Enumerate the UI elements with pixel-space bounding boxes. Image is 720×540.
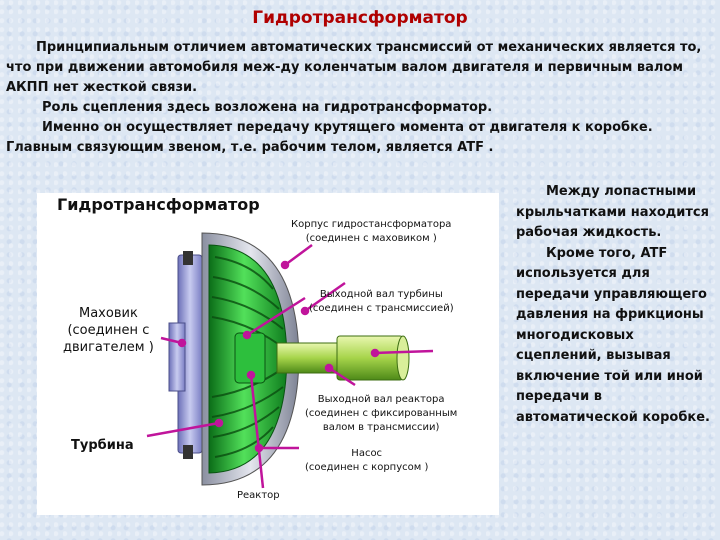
flywheel-label-line1: Маховик (79, 306, 138, 321)
turbine-label: Турбина (71, 438, 134, 453)
bolt-top (183, 251, 193, 265)
pump-label-line2: (соединен с корпусом ) (305, 462, 429, 473)
flywheel-label: Маховик (соединен с двигателем ) (63, 305, 154, 356)
reactor-shaft-label-line3: валом в трансмиссии) (322, 422, 440, 433)
reactor-shaft (276, 342, 338, 374)
turbine-output-shaft (336, 335, 404, 381)
turbine-shaft-label: Выходной вал турбины (соединен с трансми… (309, 288, 454, 316)
intro-paragraph-1: Принципиальным отличием автоматических т… (6, 40, 702, 95)
shaft-end (396, 335, 410, 381)
pump-label: Насос (соединен с корпусом ) (305, 447, 428, 475)
torque-converter-illustration (146, 232, 434, 489)
flywheel-label-line3: двигателем ) (63, 340, 154, 355)
turbine-blades (211, 256, 286, 458)
reactor-shaft-label: Выходной вал реактора (соединен с фиксир… (305, 393, 457, 435)
reactor-shaft-label-line1: Выходной вал реактора (317, 394, 445, 405)
reactor-label: Реактор (237, 490, 280, 501)
flywheel-label-line2: (соединен с (67, 323, 150, 338)
housing-label-line2: (соединен с маховиком ) (305, 233, 437, 244)
page-title: Гидротрансформатор (252, 8, 468, 28)
side-paragraph-1: Между лопастными крыльчатками находится … (516, 184, 709, 240)
diagram-panel: Гидротрансформатор Корпус гидростансформ… (37, 193, 499, 515)
reactor-shaft-label-line2: (соединен с фиксированным (305, 408, 458, 419)
intro-paragraph-2: Роль сцепления здесь возложена на гидрот… (42, 100, 493, 115)
bolt-bottom (183, 445, 193, 459)
turbine-shaft-label-line2: (соединен с трансмиссией) (309, 303, 454, 314)
pointer-lines (146, 243, 434, 489)
diagram-title: Гидротрансформатор (57, 195, 260, 214)
intro-text: Принципиальным отличием автоматических т… (6, 38, 714, 158)
side-paragraph-2: Кроме того, ATF используется для передач… (516, 245, 710, 425)
flywheel-hub (168, 322, 186, 392)
intro-paragraph-3: Именно он осуществляет передачу крутящег… (6, 120, 653, 155)
pump-label-line1: Насос (351, 448, 383, 459)
housing-label: Корпус гидростансформатора (соединен с м… (291, 218, 451, 246)
turbine-shaft-label-line1: Выходной вал турбины (319, 289, 443, 300)
housing-label-line1: Корпус гидростансформатора (291, 219, 452, 230)
side-text: Между лопастными крыльчатками находится … (516, 182, 716, 428)
